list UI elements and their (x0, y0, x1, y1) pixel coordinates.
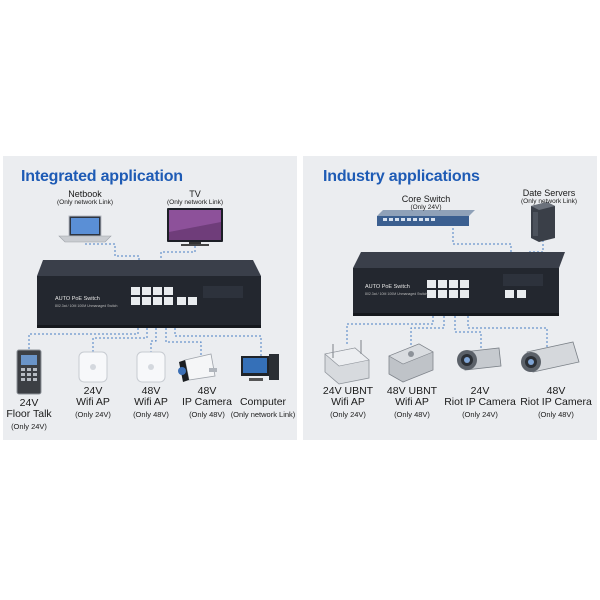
floor-talk-icon (17, 350, 41, 394)
tv-label: TV (Only network Link) (157, 189, 233, 207)
integrated-application-panel: Integrated application (3, 156, 297, 440)
industry-applications-panel: Industry applications (303, 156, 597, 440)
device-riot-camera-48v: 48V Riot IP Camera (Only 48V) (517, 386, 595, 420)
wifi-ap-24v-icon (79, 352, 107, 382)
switch-label-left: AUTO PoE Switch (55, 296, 100, 302)
device-ip-camera: 48V IP Camera (Only 48V) (179, 386, 235, 420)
device-ubnt-wifi-ap-24v: 24V UBNT Wifi AP (Only 24V) (317, 386, 379, 420)
poe-switch-left (37, 260, 261, 328)
riot-ip-camera-24v-icon (457, 348, 501, 370)
computer-icon (241, 354, 279, 381)
core-switch-label: Core Switch (Only 24V) (391, 194, 461, 212)
device-wifi-ap-48v: 48V Wifi AP (Only 48V) (125, 386, 177, 420)
data-server-icon (531, 202, 555, 242)
ip-camera-icon (178, 354, 217, 382)
wifi-ap-48v-icon (137, 352, 165, 382)
netbook-label: Netbook (Only network Link) (47, 189, 123, 207)
device-wifi-ap-24v: 24V Wifi AP (Only 24V) (67, 386, 119, 420)
device-floor-talk: 24V Floor Talk (Only 24V) (3, 398, 55, 432)
ubnt-wifi-ap-48v-icon (389, 344, 433, 382)
device-computer: Computer (Only network Link) (229, 397, 297, 420)
device-ubnt-wifi-ap-48v: 48V UBNT Wifi AP (Only 48V) (381, 386, 443, 420)
ubnt-wifi-ap-24v-icon (325, 340, 369, 384)
tv-icon (167, 208, 223, 246)
riot-ip-camera-48v-icon (521, 342, 579, 372)
device-riot-camera-24v: 24V Riot IP Camera (Only 24V) (443, 386, 517, 420)
netbook-icon (59, 216, 111, 242)
switch-label-right: AUTO PoE Switch (365, 284, 410, 290)
core-switch-icon (377, 210, 475, 226)
switch-sub-right: 802.3at / 10M 100M Unmanaged Switch (365, 292, 427, 296)
date-servers-label: Date Servers (Only network Link) (507, 188, 591, 206)
switch-sub-left: 802.3at / 10M 100M Unmanaged Switch (55, 304, 117, 308)
